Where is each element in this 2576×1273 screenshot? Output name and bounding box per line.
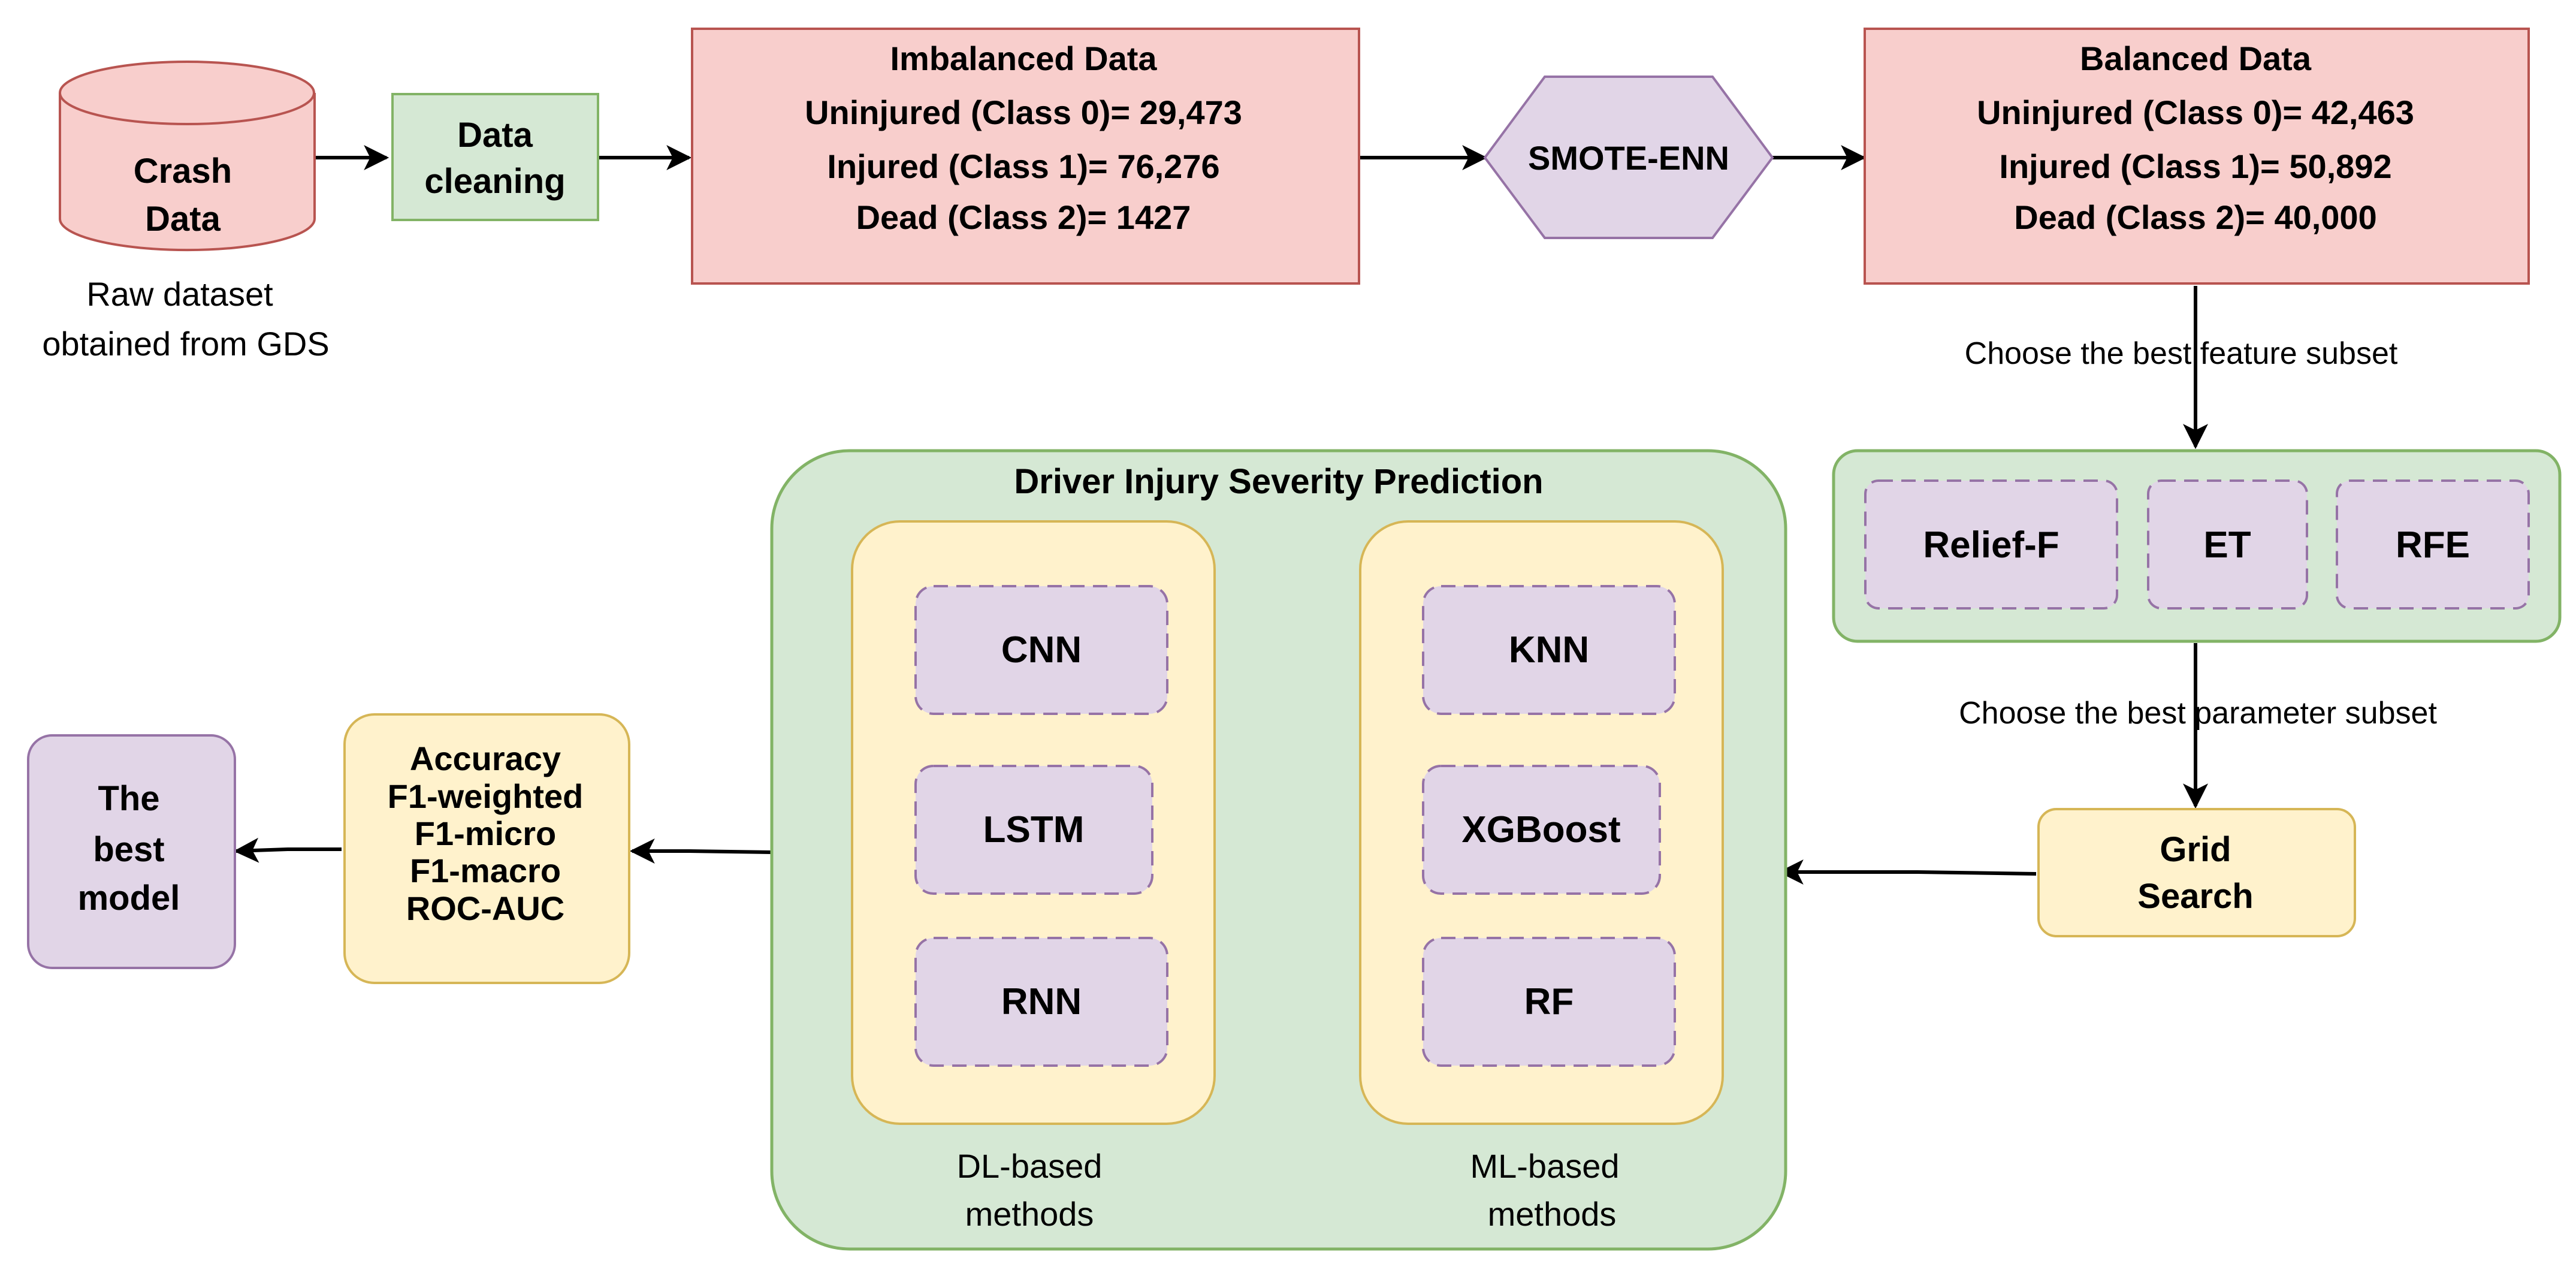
dl-method-cnn: CNN (1001, 629, 1082, 671)
grid-search-node: Grid Search (2037, 808, 2356, 937)
dl-method-lstm: LSTM (983, 809, 1085, 850)
dl-method-rnn: RNN (1001, 981, 1082, 1022)
ml-method-knn: KNN (1509, 629, 1589, 671)
metric-accuracy: Accuracy (410, 740, 561, 777)
data-cleaning-box (391, 93, 599, 221)
prediction-title: Driver Injury Severity Prediction (1014, 462, 1543, 501)
ml-method-rf-box (1422, 937, 1676, 1067)
parameter-step-label: Choose the best parameter subset (1959, 696, 2437, 731)
prediction-group: Driver Injury Severity Prediction CNN LS… (770, 449, 1787, 1251)
best-model-node: The best model (27, 734, 236, 969)
balanced-class0: Uninjured (Class 0)= 42,463 (1977, 93, 2414, 131)
grid-search-line1: Grid (2160, 830, 2231, 869)
feature-method-et-box (2147, 479, 2308, 610)
crash-data-cylinder-body (59, 93, 316, 252)
best-model-line2: best (93, 830, 164, 869)
metric-f1-weighted: F1-weighted (388, 777, 584, 815)
crash-data-title-line1: Crash (134, 152, 232, 191)
arrow-prediction-to-metrics (629, 838, 772, 864)
imbalanced-data-box (691, 28, 1360, 285)
balanced-class2: Dead (Class 2)= 40,000 (2014, 198, 2376, 236)
imbalanced-class2: Dead (Class 2)= 1427 (856, 198, 1191, 236)
ml-method-knn-box (1422, 585, 1676, 715)
dl-caption-line2: methods (965, 1195, 1094, 1233)
imbalanced-class0: Uninjured (Class 0)= 29,473 (805, 93, 1242, 131)
feature-method-rfe-box (2336, 479, 2530, 610)
balanced-data-node: Balanced Data Uninjured (Class 0)= 42,46… (1864, 28, 2530, 285)
smote-enn-label: SMOTE-ENN (1528, 139, 1729, 177)
connectors (233, 145, 2208, 885)
crash-data-node: Crash Data Raw dataset obtained from GDS (42, 61, 330, 363)
data-cleaning-line2: cleaning (424, 162, 565, 201)
feature-method-et: ET (2203, 524, 2251, 566)
metric-f1-micro: F1-micro (415, 815, 557, 852)
feature-step-label: Choose the best feature subset (1965, 336, 2398, 371)
smote-enn-node: SMOTE-ENN (1483, 76, 1774, 239)
feature-selection-group: Relief-F ET RFE (1832, 449, 2562, 643)
imbalanced-data-title: Imbalanced Data (890, 40, 1157, 77)
dl-method-cnn-box (914, 585, 1168, 715)
feature-method-rfe: RFE (2396, 524, 2470, 566)
best-model-box (27, 734, 236, 969)
metric-f1-macro: F1-macro (410, 852, 561, 889)
smote-enn-hexagon (1483, 76, 1774, 239)
crash-data-caption-line2: obtained from GDS (42, 325, 329, 363)
arrow-grid-to-prediction (1778, 859, 2037, 885)
imbalanced-class1: Injured (Class 1)= 76,276 (827, 147, 1219, 185)
ml-method-rf: RF (1524, 981, 1574, 1022)
ml-caption-line1: ML-based (1470, 1147, 1619, 1185)
ml-method-xgboost: XGBoost (1461, 809, 1620, 850)
feature-method-relief-f: Relief-F (1923, 524, 2059, 566)
imbalanced-data-node: Imbalanced Data Uninjured (Class 0)= 29,… (691, 28, 1360, 285)
crash-data-caption-line1: Raw dataset (86, 275, 273, 313)
metrics-node: Accuracy F1-weighted F1-micro F1-macro R… (343, 713, 630, 984)
best-model-line3: model (78, 879, 180, 918)
feature-method-relief-f-box (1864, 479, 2118, 610)
dl-method-rnn-box (914, 937, 1168, 1067)
metric-roc-auc: ROC-AUC (406, 889, 564, 927)
ml-method-xgboost-box (1422, 765, 1661, 895)
balanced-data-box (1864, 28, 2530, 285)
grid-search-box (2037, 808, 2356, 937)
crash-data-title-line2: Data (145, 200, 221, 239)
best-model-line1: The (98, 779, 159, 818)
grid-search-line2: Search (2137, 877, 2253, 916)
balanced-data-title: Balanced Data (2080, 40, 2312, 77)
data-cleaning-node: Data cleaning (391, 93, 599, 221)
data-cleaning-line1: Data (457, 116, 533, 155)
dl-method-lstm-box (914, 765, 1153, 895)
metrics-box (343, 713, 630, 984)
balanced-class1: Injured (Class 1)= 50,892 (1999, 147, 2391, 185)
crash-data-cylinder-top (59, 61, 315, 125)
arrow-metrics-to-best-model (233, 837, 342, 863)
dl-caption-line1: DL-based (957, 1147, 1103, 1185)
ml-caption-line2: methods (1488, 1195, 1617, 1233)
